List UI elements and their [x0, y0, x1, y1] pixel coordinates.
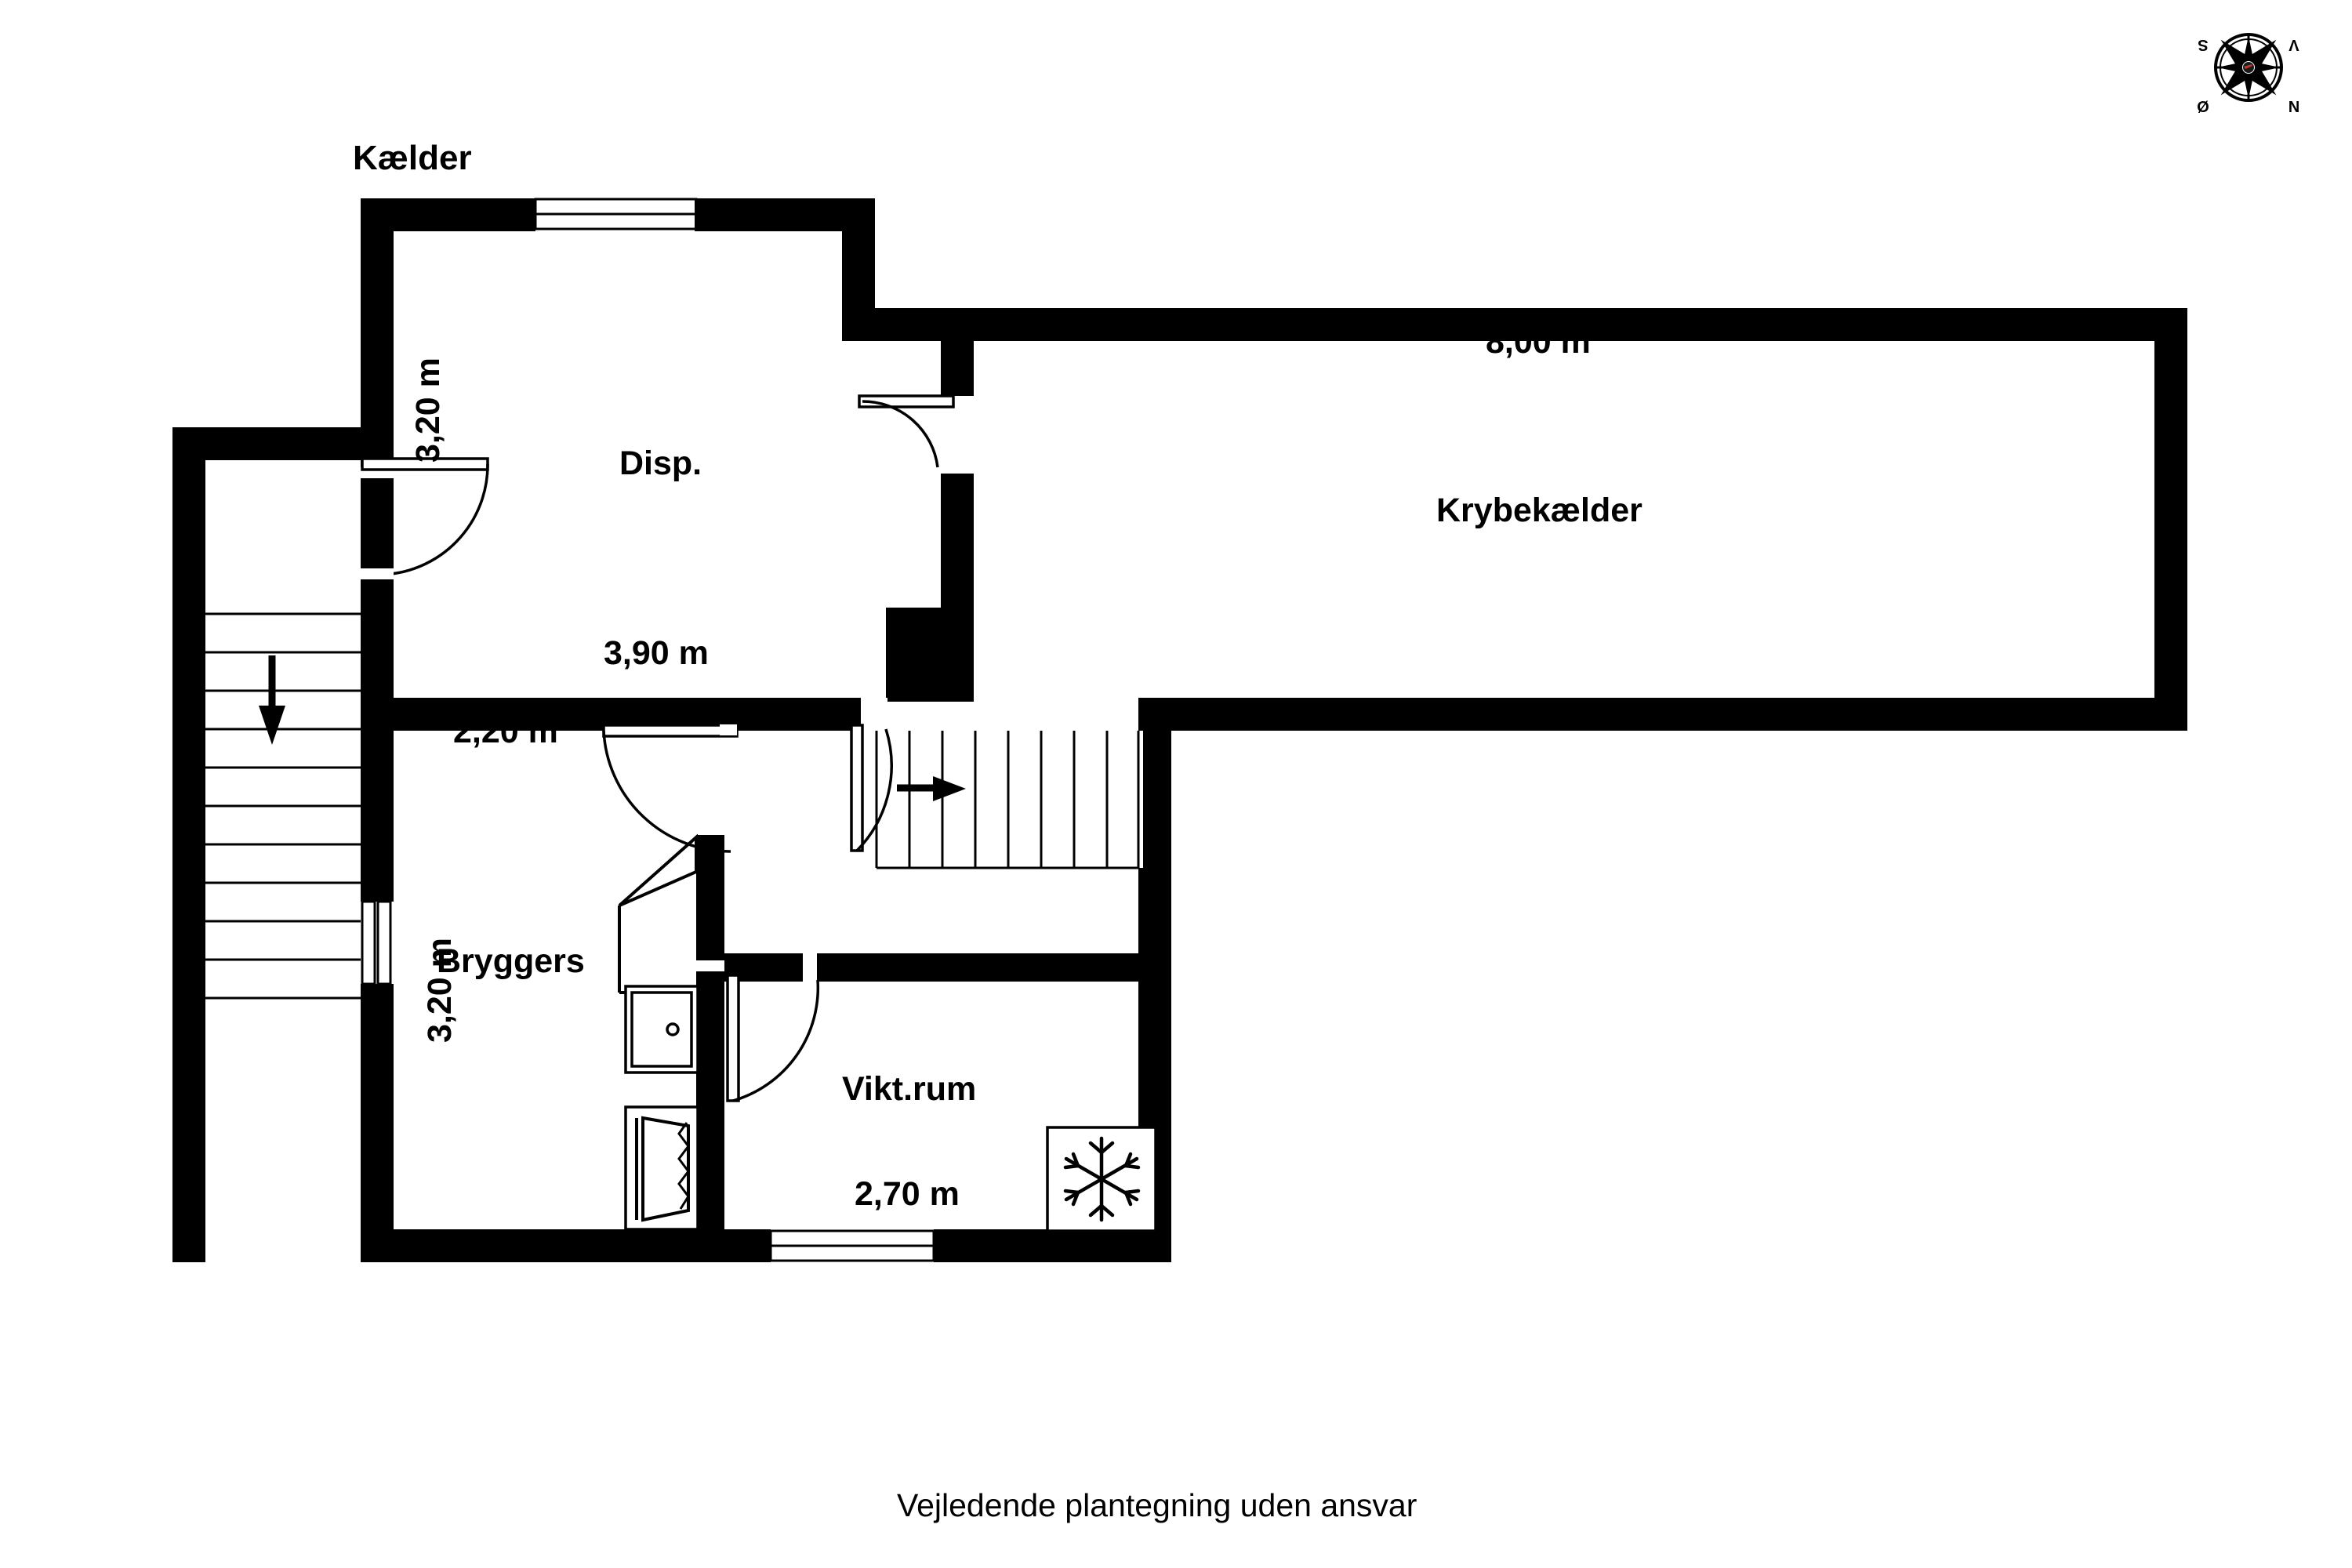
building-walls [361, 198, 2187, 1262]
dimension-viktrum-width: 2,70 m [855, 1175, 960, 1213]
bryggers-fixtures [618, 833, 699, 1231]
compass-label-east: Ø [2197, 97, 2209, 114]
dimension-krybekaelder-width: 8,00 m [1486, 323, 1591, 361]
water-heater-fixture [624, 1105, 699, 1231]
sink-fixture [624, 985, 699, 1074]
stair-direction-arrow-down [259, 655, 285, 745]
door-disp-to-hall [850, 724, 893, 852]
dimension-hall-width: 2,20 m [453, 713, 558, 750]
room-label-bryggers: Bryggers [437, 942, 585, 980]
door-disp-to-stairwell [361, 457, 489, 579]
freezer-snowflake-icon [1046, 1126, 1157, 1232]
room-label-disp: Disp. [619, 445, 702, 482]
page-title: Kælder [353, 139, 472, 177]
interior-partitions [696, 835, 1138, 1230]
dimension-disp-width: 3,90 m [604, 634, 709, 672]
stair-treads-vertical [205, 612, 368, 1000]
room-label-viktrum: Vikt.rum [842, 1070, 977, 1108]
door-hall-to-bryggers [602, 724, 739, 853]
compass-label-west: V [2288, 36, 2299, 53]
compass-label-south: S [2198, 36, 2208, 53]
dimension-disp-height: 3,20 m [409, 358, 447, 463]
room-label-krybekaelder: Krybekælder [1436, 492, 1642, 529]
stair-treads-horizontal [875, 731, 1140, 869]
stair-direction-arrow-right [897, 776, 966, 801]
compass-label-north: N [2288, 97, 2299, 114]
compass-rose-icon: N S V Ø [2195, 14, 2302, 121]
door-disp-to-krybekaelder [858, 394, 955, 468]
exterior-stairwell [172, 427, 368, 1262]
interior-stair-run [875, 731, 1143, 869]
door-hall-to-viktrum [726, 974, 820, 1102]
disclaimer-caption: Vejledende plantegning uden ansvar [897, 1487, 1417, 1523]
